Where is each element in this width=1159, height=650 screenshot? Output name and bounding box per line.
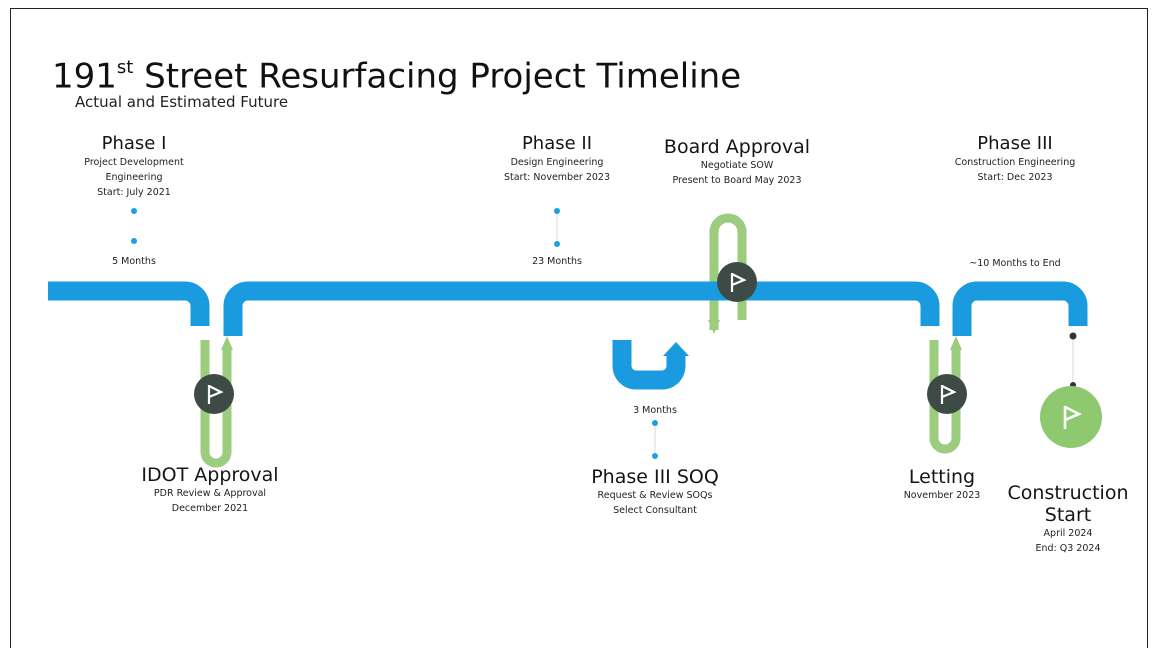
letting-arrow <box>950 336 962 350</box>
construction-line2: End: Q3 2024 <box>1035 543 1101 554</box>
soq-line2: Select Consultant <box>613 505 697 516</box>
phase1-heading: Phase I <box>101 133 167 154</box>
board-label: Board Approval Negotiate SOW Present to … <box>664 136 810 188</box>
phase3-duration: ~10 Months to End <box>969 258 1061 269</box>
idot-arrow <box>221 336 233 350</box>
track-phase1 <box>48 281 210 326</box>
flag-icon <box>730 273 747 292</box>
page-title: 191st Street Resurfacing Project Timelin… <box>52 56 742 97</box>
flag-icon <box>207 385 224 404</box>
letting-line1: November 2023 <box>903 490 981 501</box>
letting-heading: Letting <box>908 466 976 488</box>
green-loops <box>200 213 961 468</box>
connector-lines <box>556 214 1074 453</box>
phase1-label: Phase I Project Development Engineering … <box>84 133 183 200</box>
phase1-line3: Start: July 2021 <box>97 187 171 198</box>
soq-heading: Phase III SOQ <box>591 466 719 488</box>
soq-label: Phase III SOQ Request & Review SOQs Sele… <box>591 466 719 518</box>
soq-line1: Request & Review SOQs <box>597 490 713 501</box>
track-phase2 <box>223 281 940 336</box>
construction-heading1: Construction <box>1007 482 1129 504</box>
phase1-line1: Project Development <box>84 157 184 168</box>
soq-duration: 3 Months <box>633 405 677 416</box>
phase1-duration: 5 Months <box>112 256 156 267</box>
track-phase3 <box>952 281 1088 336</box>
phase3-label: Phase III Construction Engineering Start… <box>955 133 1076 185</box>
phase2-duration: 23 Months <box>532 256 582 267</box>
idot-label: IDOT Approval PDR Review & Approval Dece… <box>141 464 278 516</box>
board-arrow <box>708 320 720 334</box>
phase2-label: Phase II Design Engineering Start: Novem… <box>504 133 610 185</box>
construction-heading2: Start <box>1044 504 1092 526</box>
phase2-line2: Start: November 2023 <box>503 172 611 183</box>
flag-icon <box>940 385 957 404</box>
construction-line1: April 2024 <box>1043 528 1093 539</box>
phase3-heading: Phase III <box>977 133 1053 154</box>
idot-line2: December 2021 <box>171 503 249 514</box>
phase1-line2: Engineering <box>105 172 163 183</box>
phase3-line2: Start: Dec 2023 <box>977 172 1053 183</box>
idot-loop <box>200 340 232 468</box>
board-marker <box>717 262 757 302</box>
phase2-heading: Phase II <box>521 133 593 154</box>
board-line2: Present to Board May 2023 <box>672 175 802 186</box>
connector-dots <box>131 208 658 459</box>
flag-icon <box>1063 405 1083 429</box>
idot-line1: PDR Review & Approval <box>153 488 267 499</box>
track-soq <box>612 340 686 390</box>
letting-label: Letting November 2023 <box>904 466 981 503</box>
construction-marker <box>1040 386 1102 448</box>
phase2-line1: Design Engineering <box>510 157 604 168</box>
idot-marker <box>194 374 234 414</box>
board-heading: Board Approval <box>663 136 811 158</box>
diagram-frame <box>10 8 1148 648</box>
soq-arrow-tip <box>663 342 689 356</box>
board-line1: Negotiate SOW <box>700 160 774 171</box>
board-loop <box>709 213 747 330</box>
page-subtitle: Actual and Estimated Future <box>75 93 289 111</box>
construction-label: Construction Start April 2024 End: Q3 20… <box>1008 482 1129 556</box>
letting-loop <box>929 340 961 454</box>
blue-track <box>48 281 1088 390</box>
idot-heading: IDOT Approval <box>141 464 279 486</box>
letting-marker <box>927 374 967 414</box>
phase3-line1: Construction Engineering <box>954 157 1076 168</box>
